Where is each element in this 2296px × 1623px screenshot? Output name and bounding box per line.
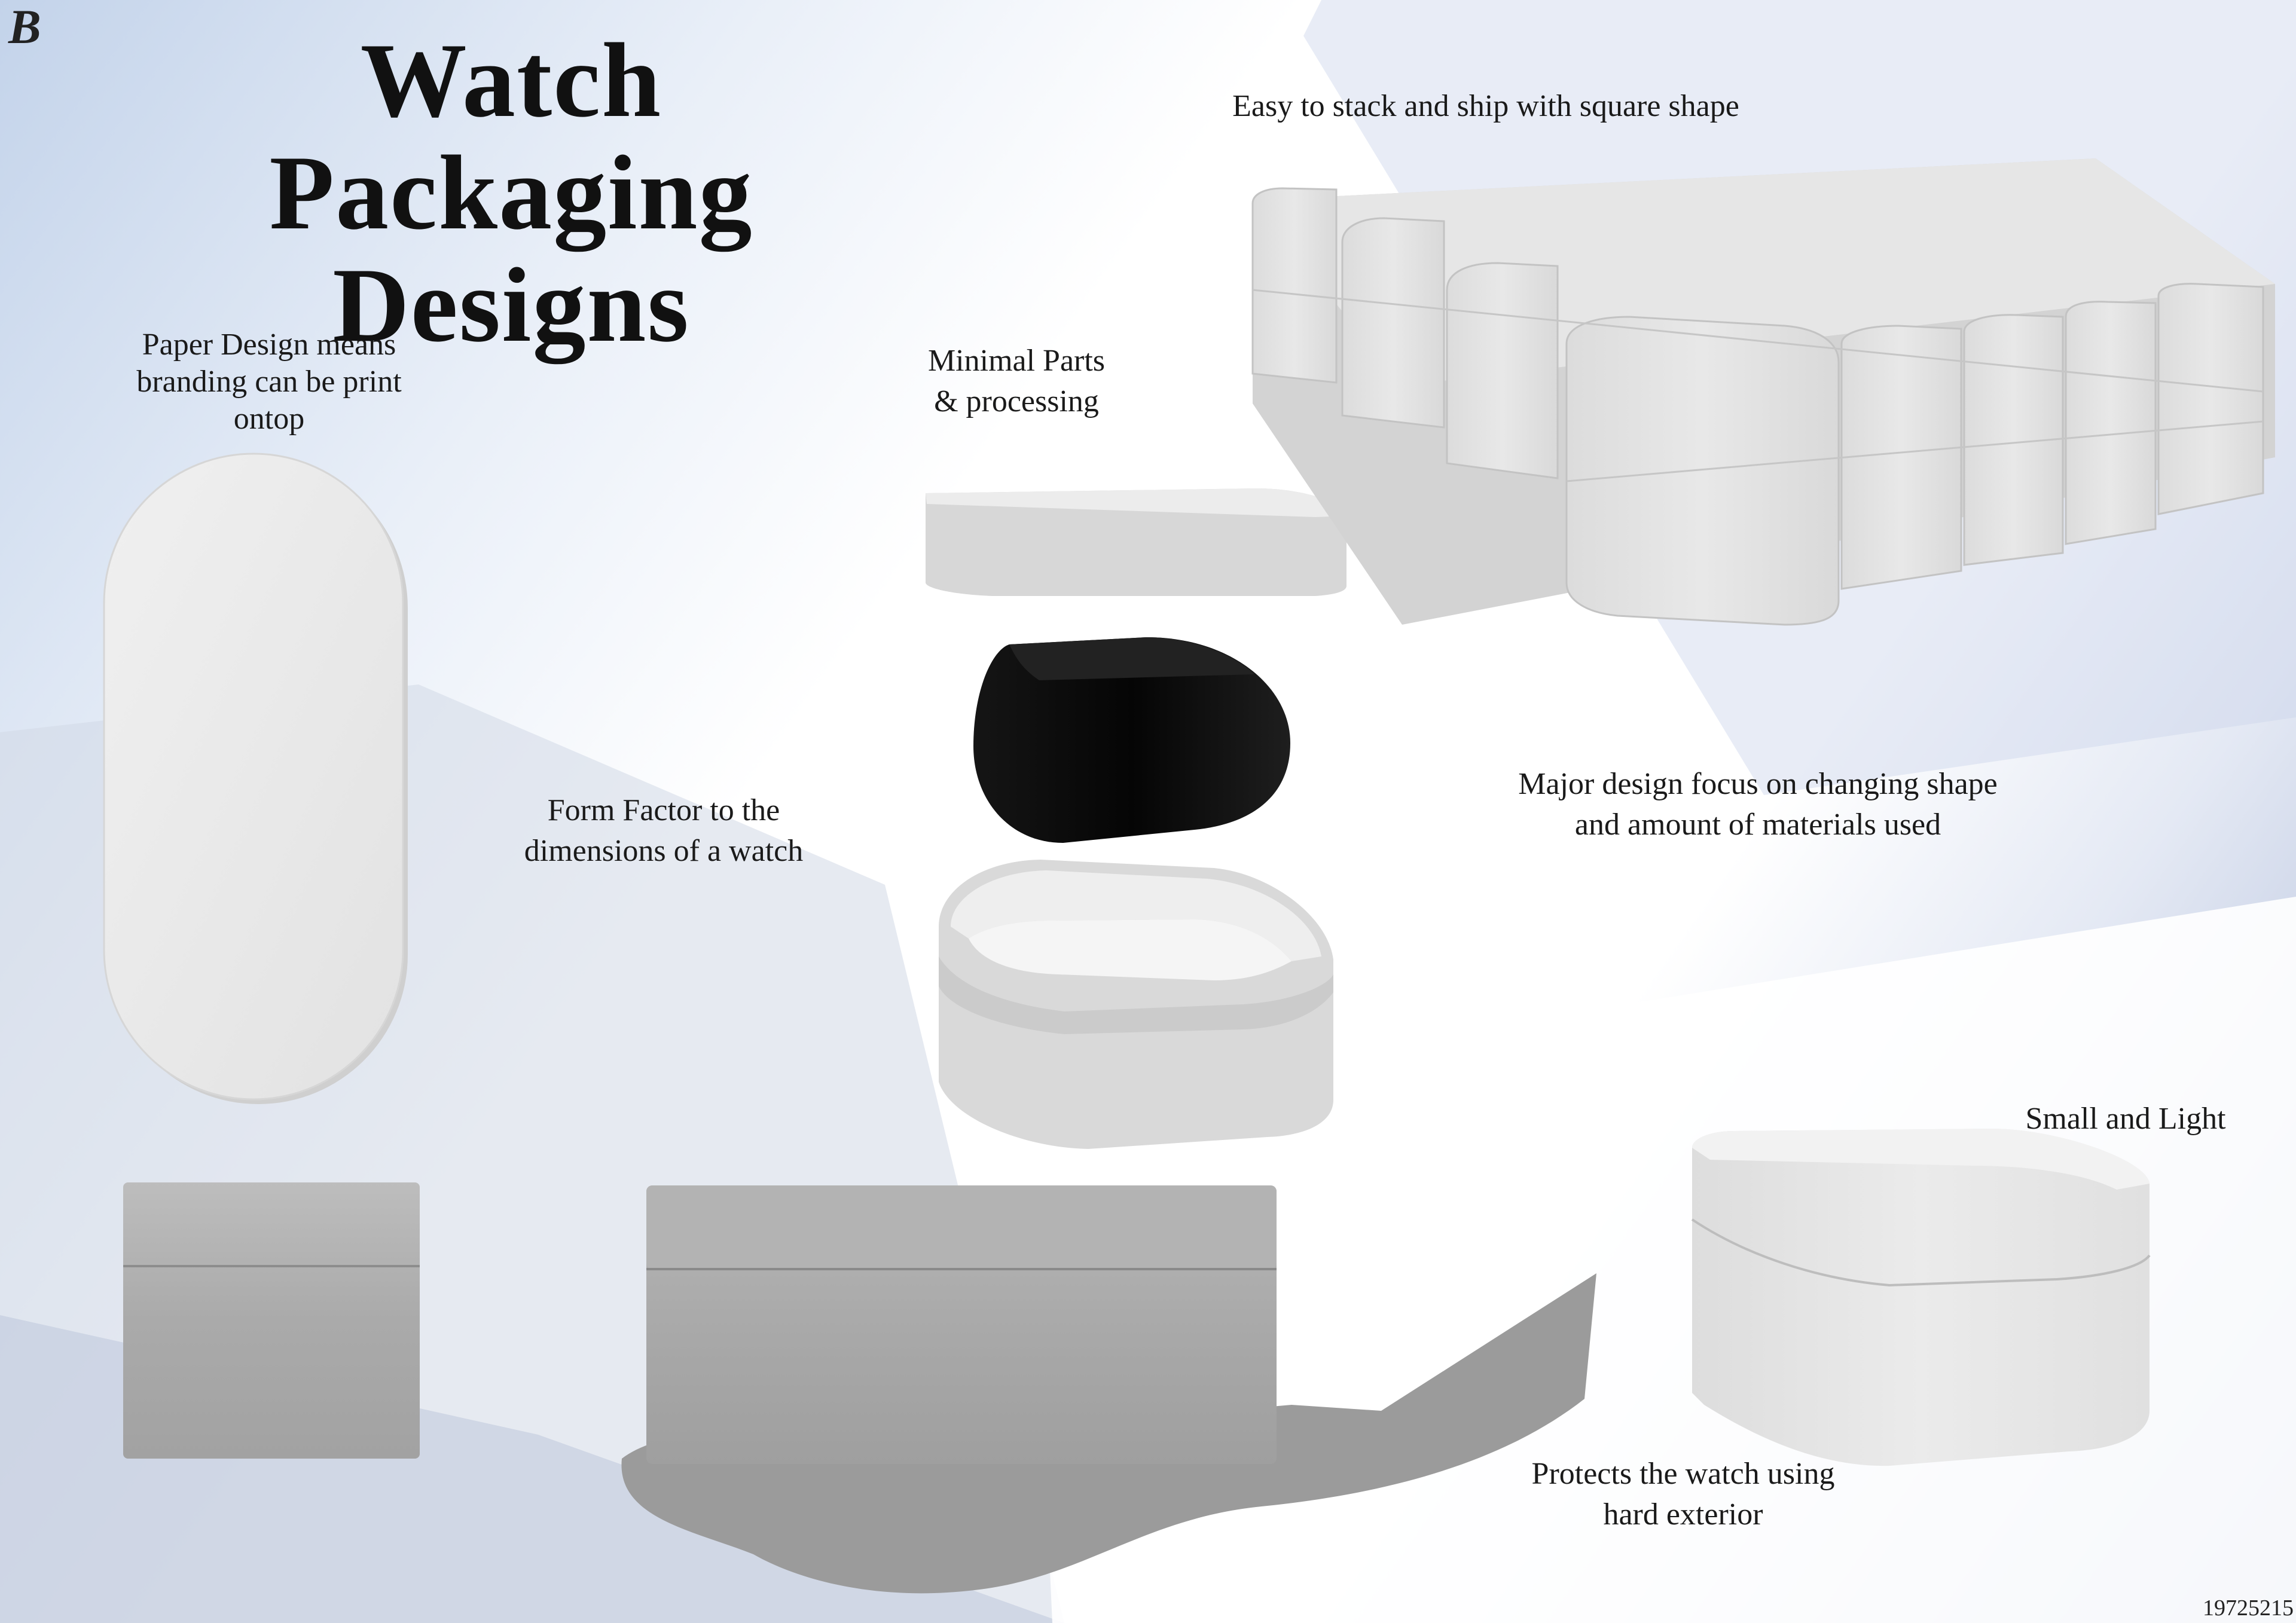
caption-small: Small and Light xyxy=(1961,1099,2290,1139)
student-id: 19725215 xyxy=(2203,1596,2294,1621)
caption-paper: Paper Design means branding can be print… xyxy=(90,326,448,438)
caption-protect-line-1: Protects the watch using xyxy=(1531,1457,1835,1491)
caption-minimal-line-2: & processing xyxy=(934,384,1099,418)
caption-focus: Major design focus on changing shape and… xyxy=(1423,764,2093,845)
closed-box-render xyxy=(1691,1129,2151,1466)
box-front-view-render xyxy=(646,1185,1277,1464)
caption-focus-line-2: and amount of materials used xyxy=(1574,808,1941,842)
caption-protect-line-2: hard exterior xyxy=(1603,1497,1763,1532)
caption-stack: Easy to stack and ship with square shape xyxy=(1142,86,1830,127)
exploded-base-render xyxy=(939,860,1333,1149)
caption-form: Form Factor to the dimensions of a watch xyxy=(472,790,855,872)
caption-paper-line-1: Paper Design means xyxy=(142,328,396,362)
title-line-2: Designs xyxy=(332,246,690,364)
caption-form-line-1: Form Factor to the xyxy=(547,793,780,827)
box-top-view-render xyxy=(103,453,408,1104)
caption-small-line-1: Small and Light xyxy=(2025,1102,2226,1136)
caption-minimal: Minimal Parts & processing xyxy=(861,341,1172,422)
caption-minimal-line-1: Minimal Parts xyxy=(927,344,1106,378)
caption-protect: Protects the watch using hard exterior xyxy=(1447,1454,1919,1535)
caption-form-line-2: dimensions of a watch xyxy=(524,834,804,868)
page-title: Watch Packaging Designs xyxy=(108,24,915,361)
caption-focus-line-1: Major design focus on changing shape xyxy=(1518,767,1998,801)
caption-paper-line-3: ontop xyxy=(233,402,305,436)
logo-mark: B xyxy=(8,0,41,54)
caption-paper-line-2: branding can be print xyxy=(136,365,402,399)
title-line-1: Watch Packaging xyxy=(269,21,753,252)
caption-stack-line-1: Easy to stack and ship with square shape xyxy=(1232,89,1739,123)
exploded-insert-render xyxy=(973,637,1290,843)
stacked-boxes-render xyxy=(1251,158,2275,626)
box-side-view-render xyxy=(123,1182,420,1459)
exploded-lid-render xyxy=(926,488,1347,596)
